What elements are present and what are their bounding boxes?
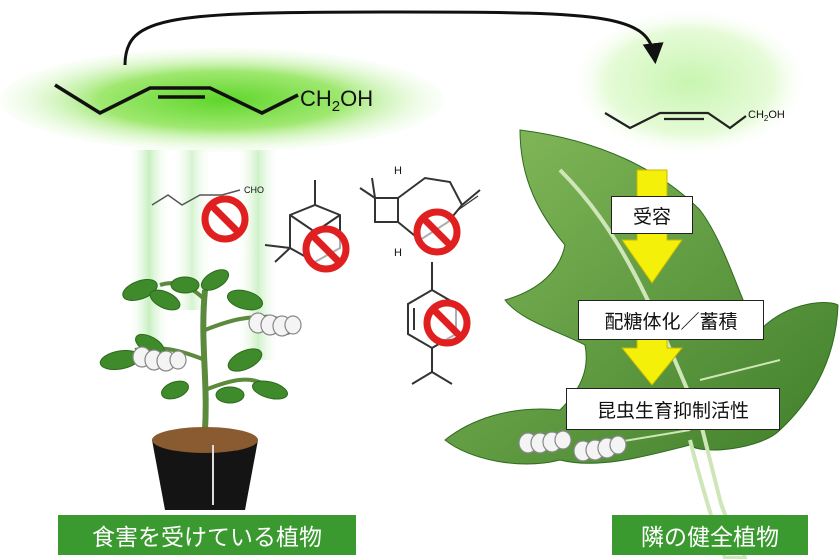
damaged-plant — [99, 269, 293, 510]
stereo-h-bottom: H — [394, 247, 402, 259]
caption-text: 食害を受けている植物 — [92, 525, 322, 551]
prohibit-icon-3 — [413, 208, 461, 256]
caption-damaged-plant: 食害を受けている植物 — [58, 515, 356, 555]
left-molecule-skeleton — [54, 83, 299, 116]
prohibit-icon-1 — [201, 195, 249, 243]
caterpillar-icon-2 — [132, 346, 187, 372]
right-molecule-formula: CH2OH — [748, 109, 785, 123]
step-label: 受容 — [632, 205, 671, 228]
step-box-reception: 受容 — [611, 196, 693, 234]
caterpillar-icon-3 — [518, 430, 572, 454]
tomato-leaf — [444, 129, 839, 559]
aldehyde-skeleton — [151, 189, 241, 206]
step-box-glycosylation: 配糖体化／蓄積 — [578, 300, 764, 340]
aldehyde-label: CHO — [244, 185, 264, 195]
caterpillar-icon-4 — [573, 435, 627, 462]
step-box-insect-inhibition: 昆虫生育抑制活性 — [566, 388, 780, 430]
step-label: 昆虫生育抑制活性 — [596, 399, 749, 422]
caterpillar-icon-1 — [248, 312, 302, 337]
caption-healthy-neighbor: 隣の健全植物 — [612, 515, 808, 555]
stereo-h-top: H — [394, 165, 402, 177]
left-molecule-formula: CH2OH — [300, 86, 373, 115]
caption-text: 隣の健全植物 — [641, 525, 779, 551]
caterpillars — [132, 312, 627, 462]
left-volatile-glow — [0, 48, 444, 152]
prohibit-icon-4 — [423, 299, 471, 347]
right-volatile-glow — [570, 7, 810, 157]
transfer-arrow — [123, 10, 664, 66]
prohibit-icon-2 — [302, 225, 350, 273]
right-molecule-skeleton — [604, 111, 747, 130]
step-label: 配糖体化／蓄積 — [604, 310, 738, 333]
prohibit-symbols — [201, 195, 471, 347]
